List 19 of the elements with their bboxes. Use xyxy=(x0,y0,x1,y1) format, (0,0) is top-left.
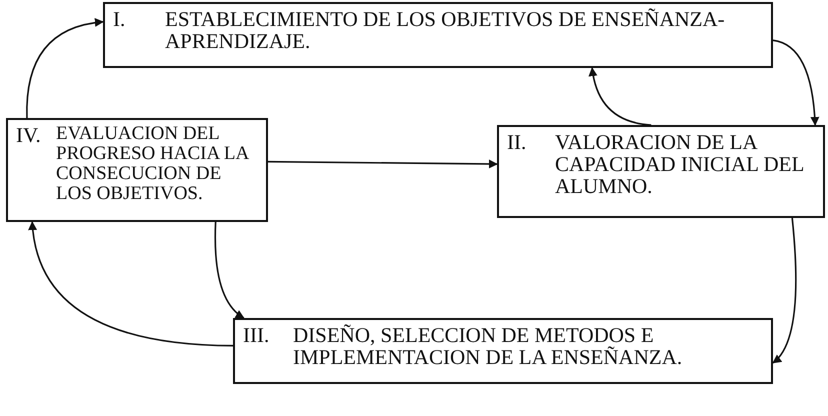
step-text: ESTABLECIMIENTO DE LOS OBJETIVOS DE ENSEÑANZA-APRENDIZAJE. xyxy=(165,8,726,55)
arrow xyxy=(268,159,498,168)
process-box xyxy=(497,125,825,218)
arrow xyxy=(588,67,652,126)
step-text: VALORACION DE LA CAPACIDAD INICIAL DEL ALUMNO. xyxy=(555,131,804,200)
arrow xyxy=(772,218,797,364)
step-text: EVALUACION DEL PROGRESO HACIA LA CONSECUCION DE LOS OBJETIVOS. xyxy=(56,124,250,206)
step-number: I. xyxy=(113,8,126,33)
arrow xyxy=(772,40,820,126)
step-number: III. xyxy=(243,324,270,349)
arrow xyxy=(214,222,245,319)
process-box xyxy=(233,318,773,384)
arrow xyxy=(26,18,104,118)
process-box xyxy=(6,118,268,222)
step-text: DISEÑO, SELECCION DE METODOS E IMPLEMENTACION DE LA ENSEÑANZA. xyxy=(293,324,684,371)
step-number: IV. xyxy=(16,124,42,149)
arrow xyxy=(28,221,234,347)
step-number: II. xyxy=(507,131,528,156)
process-box xyxy=(103,2,773,68)
